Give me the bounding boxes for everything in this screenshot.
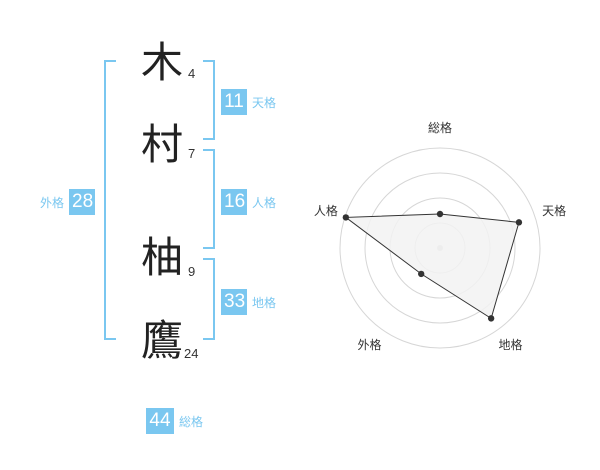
tenkaku-score: 11 天格 [221,89,276,115]
jinkaku-bracket [203,149,215,249]
chikaku-value: 33 [221,289,247,315]
radar-polygon [344,213,520,320]
chikaku-label: 地格 [252,295,277,310]
radar-points [342,210,523,322]
jinkaku-value: 16 [221,189,247,215]
soukaku-value: 44 [146,408,174,434]
name-char-1: 木 [141,38,184,87]
tenkaku-bracket [203,60,215,140]
stroke-count-3: 9 [188,264,196,279]
gaikaku-score: 外格 28 [40,189,96,215]
radar-point-4 [417,270,425,278]
soukaku-label: 総格 [179,414,204,429]
soukaku-score: 44 総格 [146,408,203,434]
radar-point-1 [436,210,444,218]
radar-axis-label-1: 総格 [428,120,452,135]
radar-point-5 [342,214,350,221]
chikaku-bracket [203,258,215,340]
gaikaku-label: 外格 [40,195,65,210]
radar-axis-label-5: 人格 [314,203,338,218]
radar-axis-label-3: 地格 [499,337,523,352]
name-char-2: 村 [141,120,184,169]
jinkaku-score: 16 人格 [221,189,276,215]
radar-ring [364,172,516,324]
radar-polygon-group [344,213,520,320]
gaikaku-bracket [104,60,116,340]
jinkaku-label: 人格 [252,195,277,210]
radar-axis-label-4: 外格 [357,337,381,352]
chikaku-score: 33 地格 [221,289,276,315]
tenkaku-label: 天格 [252,95,277,110]
name-char-3: 柚 [141,233,184,282]
gaikaku-value: 28 [69,189,96,215]
radar-point-3 [487,315,495,322]
tenkaku-value: 11 [221,89,247,115]
radar-ring [339,147,541,349]
name-char-4: 鷹 [141,316,184,365]
stroke-count-4: 24 [184,346,199,361]
stroke-count-1: 4 [188,66,196,81]
radar-axis-label-2: 天格 [542,203,566,218]
radar-point-2 [515,219,523,226]
stroke-count-2: 7 [188,146,196,161]
